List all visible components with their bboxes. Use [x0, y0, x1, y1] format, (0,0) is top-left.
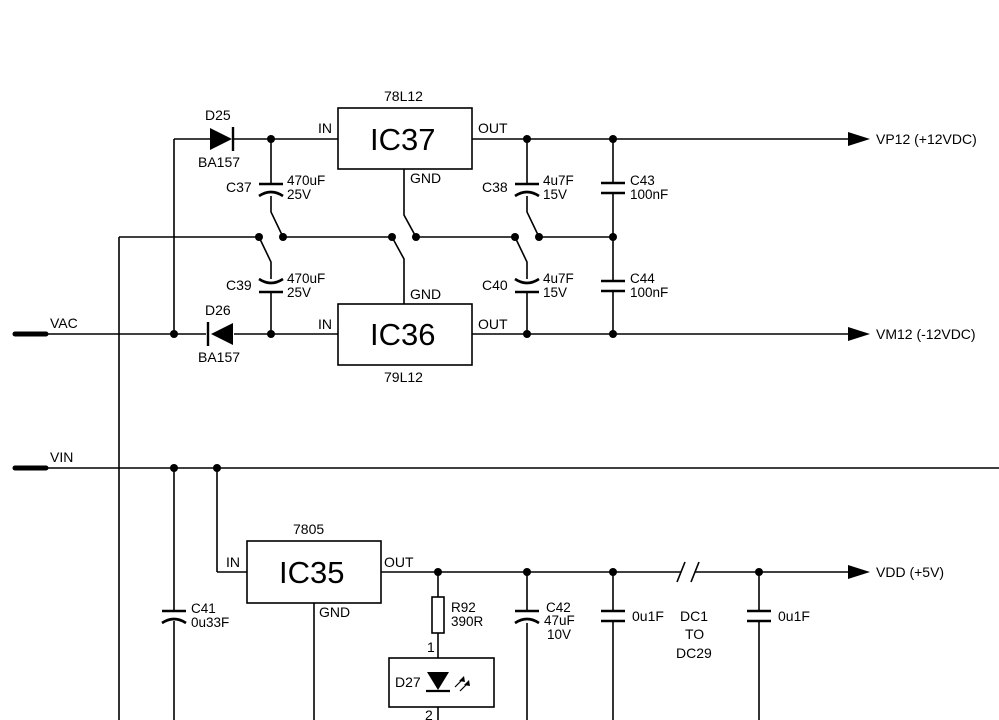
- c37-value: 470uF: [287, 173, 325, 188]
- diode-d25-ref: D25: [205, 107, 231, 123]
- ic37-out-pin: OUT: [478, 120, 508, 136]
- vm12-arrow-icon: [848, 327, 870, 341]
- dc-range-note: DC1 TO DC29: [676, 608, 712, 661]
- diode-d26-ref: D26: [205, 302, 231, 318]
- net-label-vm12: VM12 (-12VDC): [876, 326, 976, 342]
- net-label-vdd: VDD (+5V): [876, 564, 944, 580]
- regulator-ic35: IC35 7805 IN OUT GND: [226, 521, 414, 620]
- r92-ref: R92: [451, 600, 476, 615]
- capacitor-c42: C42 47uF 10V: [514, 600, 575, 642]
- d27-pin1: 1: [427, 639, 435, 655]
- ic35-gnd-pin: GND: [319, 604, 350, 620]
- c43-ref: C43: [630, 173, 655, 188]
- junction-dots: [170, 135, 763, 576]
- capacitor-c39: C39 470uF 25V: [226, 271, 325, 300]
- d27-ref: D27: [395, 674, 421, 690]
- c42-voltage: 10V: [547, 627, 571, 642]
- c41-value: 0u33F: [191, 615, 229, 630]
- c39-ref: C39: [226, 277, 252, 293]
- vp12-arrow-icon: [848, 132, 870, 146]
- net-label-vp12: VP12 (+12VDC): [876, 131, 977, 147]
- dc-range-to-word: TO: [685, 626, 704, 642]
- c44-value: 100nF: [630, 285, 668, 300]
- c44-ref: C44: [630, 271, 655, 286]
- ic37-name: IC37: [370, 122, 435, 157]
- d27-pin2: 2: [425, 707, 433, 720]
- r92-value: 390R: [451, 614, 484, 629]
- cap-0u1f-a-value: 0u1F: [632, 608, 664, 624]
- resistor-r92: R92 390R: [431, 596, 484, 634]
- c42-value: 47uF: [544, 613, 575, 628]
- ic35-type: 7805: [293, 521, 324, 537]
- c38-voltage: 15V: [543, 187, 567, 202]
- ic35-out-pin: OUT: [384, 554, 414, 570]
- ic36-type: 79L12: [384, 369, 423, 385]
- led-d27-symbol-icon: [427, 672, 449, 690]
- diode-d26-part: BA157: [198, 349, 240, 365]
- c39-voltage: 25V: [287, 285, 311, 300]
- capacitor-0u1f-b: 0u1F: [747, 608, 810, 624]
- diode-d25: D25 BA157: [198, 107, 240, 170]
- net-label-vin: VIN: [50, 449, 73, 465]
- ic36-in-pin: IN: [318, 316, 332, 332]
- c41-ref: C41: [191, 601, 216, 616]
- regulator-ic36: IC36 79L12 IN OUT GND: [318, 286, 508, 385]
- diode-d26-symbol-icon: [211, 323, 233, 345]
- ic37-type: 78L12: [384, 88, 423, 104]
- net-label-vac: VAC: [50, 315, 78, 331]
- capacitor-c37: C37 470uF 25V: [226, 173, 325, 202]
- c37-ref: C37: [226, 179, 252, 195]
- led-d27: D27 1 2: [388, 639, 495, 720]
- ic37-in-pin: IN: [318, 120, 332, 136]
- diode-d26: D26 BA157: [198, 302, 240, 365]
- dc-range-from: DC1: [680, 608, 708, 624]
- diode-d25-symbol-icon: [210, 128, 232, 150]
- diode-d25-part: BA157: [198, 154, 240, 170]
- led-emission-icon: [454, 676, 470, 692]
- ic36-name: IC36: [370, 317, 435, 352]
- ic35-in-pin: IN: [226, 554, 240, 570]
- cap-0u1f-b-value: 0u1F: [778, 608, 810, 624]
- ic35-name: IC35: [279, 555, 344, 590]
- capacitor-c40: C40 4u7F 15V: [482, 271, 574, 300]
- c42-ref: C42: [546, 600, 571, 615]
- capacitor-0u1f-a: 0u1F: [601, 608, 664, 624]
- ic36-gnd-pin: GND: [410, 286, 441, 302]
- c43-value: 100nF: [630, 187, 668, 202]
- dc-range-to: DC29: [676, 645, 712, 661]
- vdd-arrow-icon: [848, 565, 870, 579]
- capacitor-c43: C43 100nF: [601, 173, 668, 202]
- c39-value: 470uF: [287, 271, 325, 286]
- c40-value: 4u7F: [543, 271, 574, 286]
- c38-value: 4u7F: [543, 173, 574, 188]
- c40-voltage: 15V: [543, 285, 567, 300]
- capacitor-c44: C44 100nF: [601, 271, 668, 300]
- ic37-gnd-pin: GND: [410, 170, 441, 186]
- c38-ref: C38: [482, 179, 508, 195]
- c40-ref: C40: [482, 277, 508, 293]
- wires: [12, 138, 999, 720]
- c37-voltage: 25V: [287, 187, 311, 202]
- capacitor-c38: C38 4u7F 15V: [482, 173, 574, 202]
- capacitor-c41: C41 0u33F: [161, 601, 229, 630]
- ic36-out-pin: OUT: [478, 316, 508, 332]
- regulator-ic37: IC37 78L12 IN OUT GND: [318, 88, 508, 186]
